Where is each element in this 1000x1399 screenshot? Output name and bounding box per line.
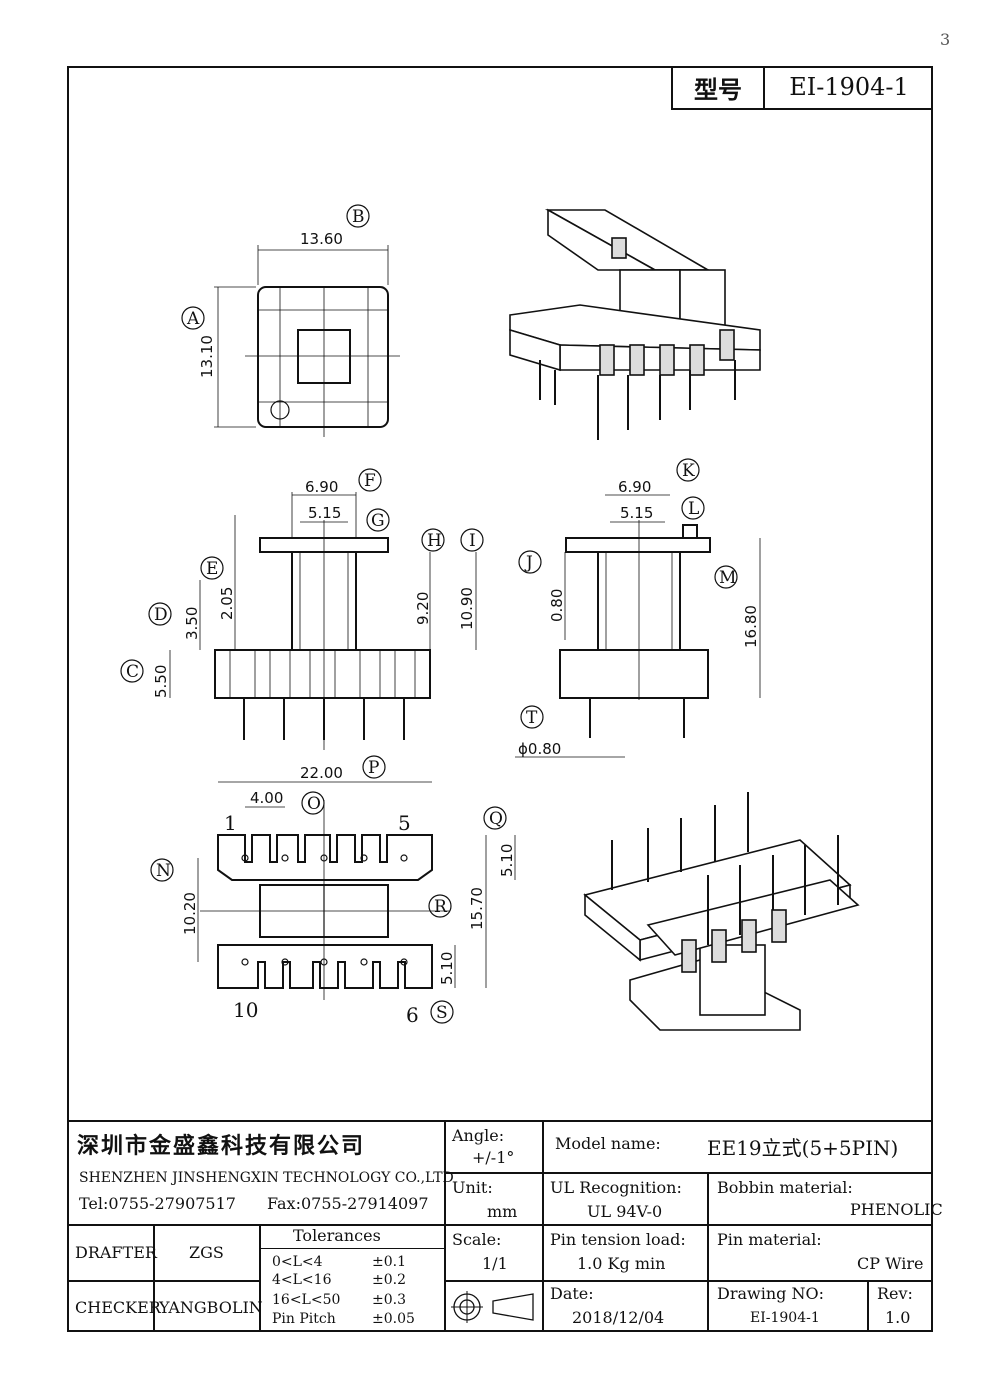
tag-q: Q bbox=[489, 809, 503, 829]
pin-material-value: CP Wire bbox=[857, 1254, 924, 1273]
pin-5: 5 bbox=[398, 811, 411, 835]
model-number-box: 型号 EI-1904-1 bbox=[671, 66, 933, 110]
model-name-label: Model name: bbox=[555, 1134, 661, 1153]
tag-s: S bbox=[436, 1003, 448, 1023]
rev-label: Rev: bbox=[877, 1284, 913, 1303]
unit-value: mm bbox=[487, 1202, 518, 1221]
drawing-no-label: Drawing NO: bbox=[717, 1284, 824, 1303]
unit-label: Unit: bbox=[452, 1178, 493, 1197]
front-view: 6.90 5.15 F G H I E D C 2.05 3.50 5.50 9… bbox=[120, 468, 484, 750]
front-515: 5.15 bbox=[308, 504, 341, 522]
ul-value: UL 94V-0 bbox=[587, 1202, 663, 1221]
page-mark: 3 bbox=[940, 30, 951, 49]
tag-n: N bbox=[156, 861, 171, 881]
bottom-510b: 5.10 bbox=[438, 952, 456, 985]
tol-value-3: ±0.05 bbox=[372, 1311, 415, 1327]
bottom-510a: 5.10 bbox=[498, 844, 516, 877]
tolerances-title: Tolerances bbox=[293, 1226, 381, 1245]
front-920: 9.20 bbox=[414, 592, 432, 625]
tol-range-2: 16<L<50 bbox=[272, 1292, 341, 1308]
tag-o: O bbox=[307, 794, 321, 814]
pin-6: 6 bbox=[406, 1003, 419, 1027]
tol-range-3: Pin Pitch bbox=[272, 1311, 336, 1327]
dim-width: 13.60 bbox=[300, 230, 343, 248]
tag-d: D bbox=[154, 605, 168, 625]
company-name-en: SHENZHEN JINSHENGXIN TECHNOLOGY CO.,LTD bbox=[79, 1170, 454, 1186]
scale-value: 1/1 bbox=[482, 1254, 508, 1273]
tol-range-1: 4<L<16 bbox=[272, 1272, 332, 1288]
bottom-400: 4.00 bbox=[250, 789, 283, 807]
model-value: EI-1904-1 bbox=[789, 73, 909, 101]
side-1680: 16.80 bbox=[742, 605, 760, 648]
pin-10: 10 bbox=[233, 998, 258, 1022]
tol-value-1: ±0.2 bbox=[372, 1272, 406, 1288]
iso-view-top bbox=[509, 208, 761, 440]
dim-height: 13.10 bbox=[198, 335, 216, 378]
tag-f: F bbox=[364, 471, 376, 491]
tol-range-0: 0<L<4 bbox=[272, 1254, 323, 1270]
bobbin-label: Bobbin material: bbox=[717, 1178, 853, 1197]
tag-e: E bbox=[206, 559, 218, 579]
checker-label: CHECKER bbox=[75, 1298, 161, 1317]
tag-a: A bbox=[186, 309, 200, 329]
tol-value-2: ±0.3 bbox=[372, 1292, 406, 1308]
front-550: 5.50 bbox=[152, 665, 170, 698]
tag-b: B bbox=[352, 207, 365, 227]
model-name-value: EE19立式(5+5PIN) bbox=[707, 1136, 899, 1160]
drafter-value: ZGS bbox=[189, 1243, 224, 1262]
pin-tension-value: 1.0 Kg min bbox=[577, 1254, 666, 1273]
drawing-no-value: EI-1904-1 bbox=[750, 1310, 820, 1326]
company-fax: Fax:0755-27914097 bbox=[267, 1194, 429, 1213]
tag-k: K bbox=[682, 461, 695, 481]
date-value: 2018/12/04 bbox=[572, 1308, 665, 1327]
top-view: 13.60 B 13.10 A bbox=[181, 204, 400, 437]
company-name-cn: 深圳市金盛鑫科技有限公司 bbox=[77, 1134, 366, 1159]
projection-symbol-icon bbox=[451, 1291, 534, 1323]
scale-label: Scale: bbox=[452, 1230, 502, 1249]
technical-drawing: 13.60 B 13.10 A bbox=[120, 204, 860, 1031]
iso-view-bottom bbox=[583, 792, 860, 1031]
bottom-2200: 22.00 bbox=[300, 764, 343, 782]
side-view: 6.90 5.15 K L J M T 0.80 16.80 ϕ0.80 bbox=[515, 458, 761, 758]
tag-j: J bbox=[524, 553, 533, 573]
side-080: 0.80 bbox=[548, 589, 566, 622]
front-1090: 10.90 bbox=[458, 587, 476, 630]
tol-value-0: ±0.1 bbox=[372, 1254, 406, 1270]
rev-value: 1.0 bbox=[885, 1308, 911, 1327]
bottom-1570: 15.70 bbox=[468, 887, 486, 930]
bottom-1020: 10.20 bbox=[181, 892, 199, 935]
angle-label: Angle: bbox=[452, 1126, 505, 1145]
date-label: Date: bbox=[550, 1284, 594, 1303]
side-690: 6.90 bbox=[618, 478, 651, 496]
angle-value: +/-1° bbox=[472, 1148, 515, 1167]
tag-c: C bbox=[126, 662, 139, 682]
drawing-frame bbox=[67, 66, 933, 1332]
front-350: 3.50 bbox=[183, 607, 201, 640]
pin-tension-label: Pin tension load: bbox=[550, 1230, 686, 1249]
tag-h: H bbox=[427, 531, 442, 551]
tag-g: G bbox=[371, 511, 385, 531]
front-690: 6.90 bbox=[305, 478, 338, 496]
tag-r: R bbox=[434, 897, 448, 917]
bobbin-value: PHENOLIC bbox=[850, 1200, 943, 1219]
model-key: 型号 bbox=[673, 66, 765, 108]
tag-l: L bbox=[688, 499, 699, 519]
ul-label: UL Recognition: bbox=[550, 1178, 682, 1197]
drafter-label: DRAFTER bbox=[75, 1243, 157, 1262]
title-block: 深圳市金盛鑫科技有限公司 SHENZHEN JINSHENGXIN TECHNO… bbox=[67, 1120, 943, 1332]
checker-value: YANGBOLIN bbox=[159, 1298, 263, 1317]
pin-1: 1 bbox=[224, 811, 237, 835]
company-tel: Tel:0755-27907517 bbox=[79, 1194, 236, 1213]
side-515: 5.15 bbox=[620, 504, 653, 522]
tag-p: P bbox=[368, 758, 379, 778]
front-205: 2.05 bbox=[218, 587, 236, 620]
bottom-view: 22.00 4.00 P O Q N R S 5.10 10.20 15.70 … bbox=[150, 755, 516, 1027]
tag-m: M bbox=[719, 568, 736, 588]
pin-material-label: Pin material: bbox=[717, 1230, 822, 1249]
tag-t: T bbox=[526, 708, 538, 728]
tag-i: I bbox=[469, 531, 476, 551]
pin-diameter: ϕ0.80 bbox=[518, 740, 561, 758]
